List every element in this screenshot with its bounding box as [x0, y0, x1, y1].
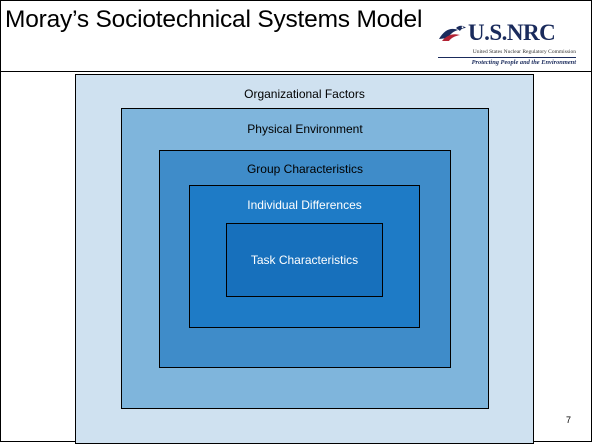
box-label: Physical Environment — [247, 122, 363, 136]
logo-tagline: Protecting People and the Environment — [471, 59, 576, 66]
box-label: Group Characteristics — [246, 162, 364, 176]
box-label: Task Characteristics — [250, 253, 359, 267]
page-number: 7 — [566, 415, 572, 425]
slide-title: Moray’s Sociotechnical Systems Model — [5, 6, 423, 33]
logo-name: U.S.NRC — [468, 20, 556, 45]
box-label: Organizational Factors — [244, 87, 365, 101]
nrc-logo: U.S.NRC United States Nuclear Regulatory… — [438, 20, 586, 68]
logo-divider — [438, 57, 576, 58]
eagle-icon — [439, 25, 466, 41]
box-label: Individual Differences — [247, 198, 362, 212]
logo-subtitle: United States Nuclear Regulatory Commiss… — [472, 49, 576, 55]
header-divider — [0, 71, 592, 72]
box-task-characteristics: Task Characteristics — [226, 223, 383, 297]
